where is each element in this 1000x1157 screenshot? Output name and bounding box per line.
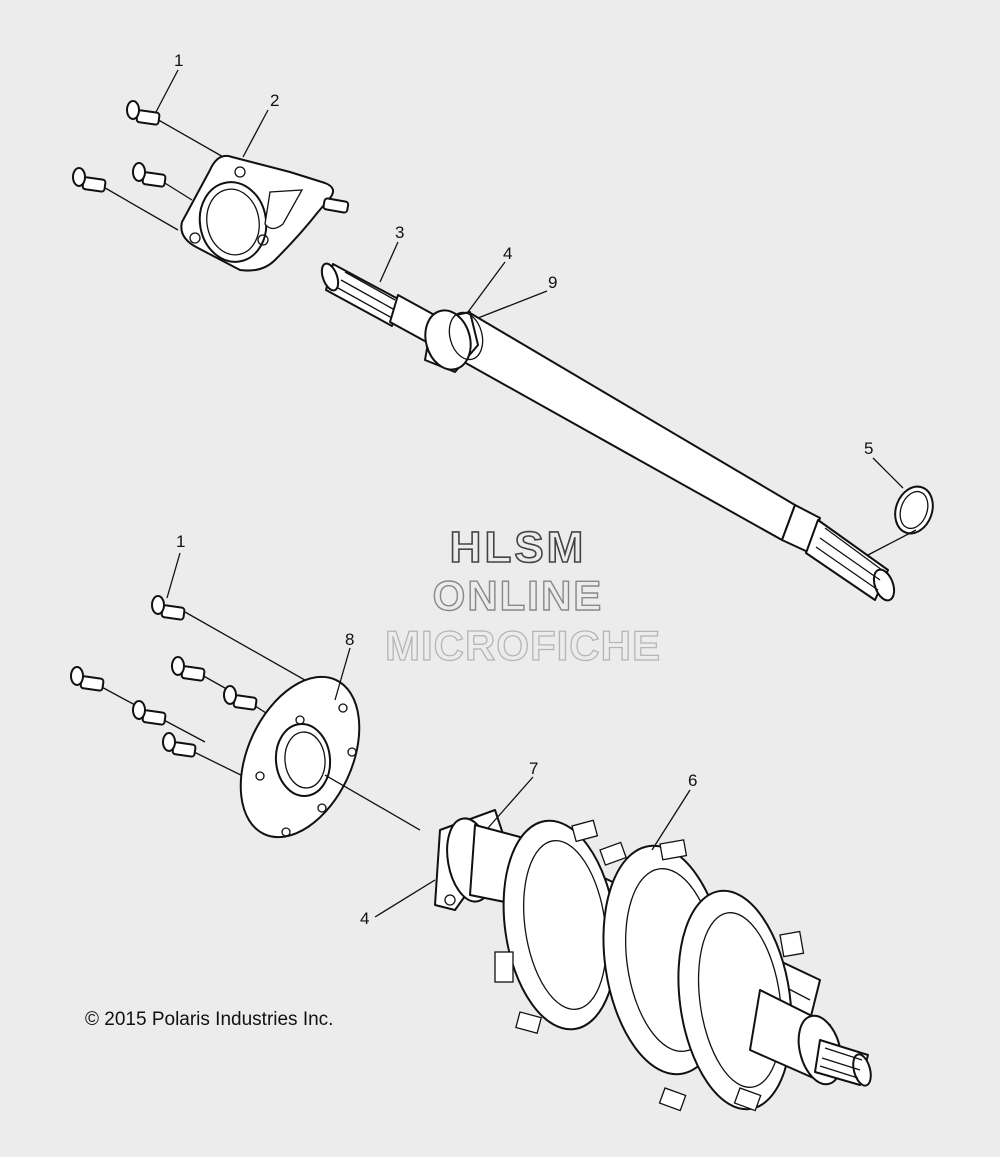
o-ring — [894, 485, 934, 535]
callout-2: 2 — [270, 91, 279, 110]
bolt-bottom-5 — [132, 700, 206, 743]
bolt-bottom-2 — [171, 656, 233, 693]
callout-6: 6 — [688, 771, 697, 790]
bolt-bottom-4 — [70, 666, 136, 706]
round-flange-plate — [239, 675, 421, 839]
callout-9: 9 — [548, 273, 557, 292]
callout-5: 5 — [864, 439, 873, 458]
shaft-bearing — [424, 309, 484, 373]
callout-7: 7 — [529, 759, 538, 778]
callout-leaders — [155, 69, 917, 918]
callout-4-bottom: 4 — [360, 909, 369, 928]
bolt-top-2 — [132, 162, 193, 201]
bolt-top-1 — [126, 100, 226, 159]
watermark-line-1: HLSM — [450, 523, 587, 572]
bolt-top-3 — [72, 167, 179, 231]
callout-4-top: 4 — [503, 244, 512, 263]
watermark-line-3: MICROFICHE — [385, 622, 661, 669]
callout-1-bottom: 1 — [176, 532, 185, 551]
driveshaft — [320, 262, 896, 602]
callout-8: 8 — [345, 630, 354, 649]
drive-sprocket-assembly — [494, 819, 872, 1112]
callout-1-top: 1 — [174, 51, 183, 70]
bearing-flange-plate — [180, 154, 350, 272]
copyright-notice: © 2015 Polaris Industries Inc. — [85, 1009, 333, 1030]
callout-3: 3 — [395, 223, 404, 242]
watermark-line-2: ONLINE — [433, 572, 604, 619]
